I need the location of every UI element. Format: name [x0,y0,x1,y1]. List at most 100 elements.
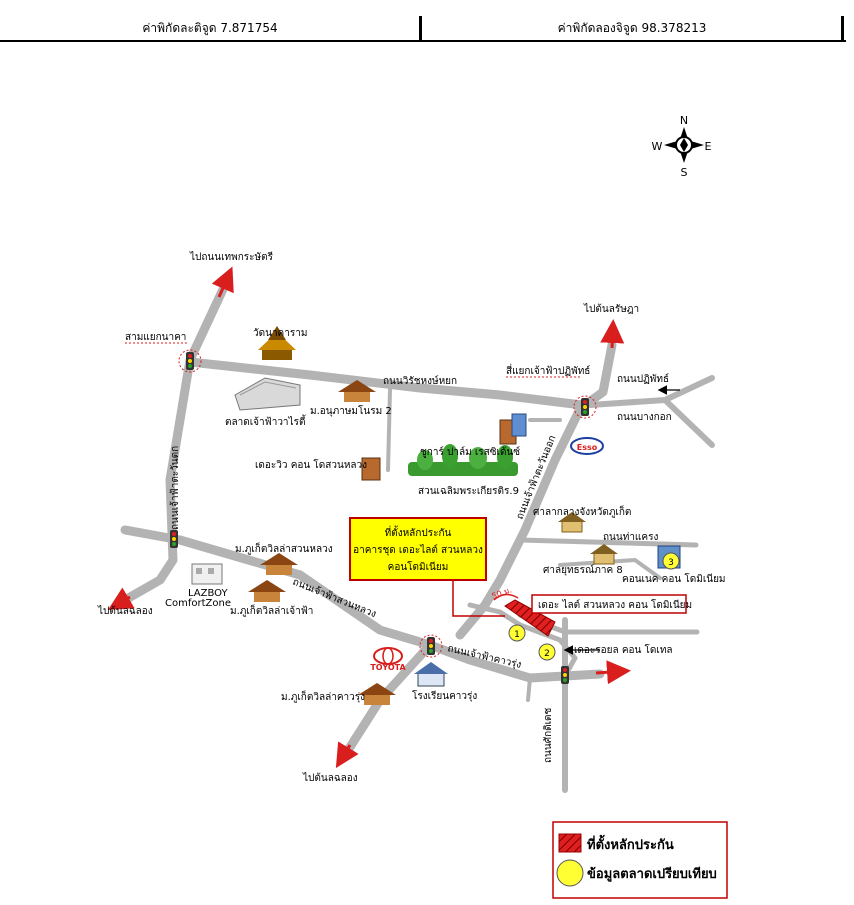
road-loop [467,602,578,679]
latitude-text: ค่าพิกัดละติจูด 7.871754 [142,21,278,35]
court-building-icon [558,512,586,533]
marker-1-label: 1 [514,630,520,640]
condo-building-icon [499,413,527,445]
label-samyaek-nakha: สามแยกนาคา [125,332,186,343]
label-subject-name: เดอะ ไลต์ สวนหลวง คอน โดมิเนียม [538,598,692,611]
esso-logo-icon [570,437,604,455]
label-anuphas: ม.อนุภาษมโนรม 2 [310,404,392,417]
legend-circle-swatch [556,859,584,887]
label-sugar-palm: ชูการ์ ปาล์ม เรสซิเด้นซ์ [420,446,520,458]
subject-callout-text: ที่ตั้งหลักประกัน อาคารชุด เดอะไลต์ สวนห… [353,525,483,573]
label-toyota: TOYOTA [370,663,406,672]
arrow-north-left [211,266,234,298]
coord-divider-right [841,16,844,42]
subject-callout-box [349,517,487,581]
arrow-chalong-1 [107,587,135,611]
label-wat-nakharam: วัดนาคาราม [253,328,307,339]
label-condo-nat: คอนเนค คอน โดมิเนียม [622,572,726,585]
comparable-marker-3 [662,552,680,570]
compass-rose-icon: N S E W [652,114,712,179]
comparable-marker-1 [508,624,526,642]
house-icon [338,380,376,402]
toyota-logo-icon [373,647,403,665]
road-side-3 [558,558,662,580]
callout-line-2: อาคารชุด เดอะไลต์ สวนหลวง [353,544,483,556]
traffic-light-icon [170,530,178,548]
legend-comparables-label: ข้อมูลตลาดเปรียบเทียบ [587,866,717,882]
subject-name-box [531,594,687,614]
marker-numbers: 1 2 3 [514,558,674,659]
house-icon [260,553,298,575]
road-vichit [185,357,587,410]
label-the-royal: เดอะรอยล คอน โดเทล [574,643,673,656]
label-sakdidet: ถนนศักดิเดช [543,707,554,763]
label-chaofa-west: ถนนเจ้าฟ้าตะวันตก [169,446,181,530]
condo-building-icon [361,457,381,481]
marker-3-label: 3 [668,558,674,568]
lazboy-building-icon [191,563,223,585]
direction-arrows [107,266,631,769]
arrow-east [595,660,631,685]
traffic-light-icon [419,634,443,658]
label-villa-suanluang: ม.ภูเก็ตวิลล่าสวนหลวง [235,541,333,555]
label-lazboy: LAZBOY [188,588,229,599]
compass-w: W [652,140,663,153]
coordinate-bar: ค่าพิกัดละติจูด 7.871754 ค่าพิกัดลองจิจู… [0,0,846,42]
label-to-chalong-1: ไปต้นลฉลอง [97,605,153,617]
court-building-icon [590,544,618,565]
subject-property-icon [504,599,556,637]
road-small-junction [526,676,532,702]
school-building-icon [414,662,448,687]
road-side-1 [386,388,392,472]
road-chaofa-suanluang [120,525,435,650]
label-villa-chaweng: ม.ภูเก็ตวิลล่าคาวรุ่ง [281,689,365,703]
legend-subject-label: ที่ตั้งหลักประกัน [587,834,674,853]
compass-e: E [705,140,712,153]
callout-leader-line [452,580,505,617]
label-suan-park: สวนเฉลิมพระเกียรติร.9 [418,485,519,497]
legend: ที่ตั้งหลักประกัน ข้อมูลตลาดเปรียบเทียบ [552,821,728,899]
label-revenue: ศาลยุทธรณ์ภาค 8 [543,564,623,576]
label-bangkok: ถนนบางกอก [617,412,672,423]
label-villa-chaofa: ม.ภูเก็ตวิลล่าเจ้าฟ้า [230,603,313,617]
road-bangkok [662,397,715,448]
label-to-chalong-2: ไปต้นลฉลอง [302,772,358,784]
label-talad-chaofa: ตลาดเจ้าฟ้าวาไรตี้ [225,414,307,428]
arrow-north-right [600,319,625,349]
label-patiphat: ถนนปฏิพัทธ์ [617,373,669,385]
road-tha-rae [517,537,699,548]
distance-arc [493,593,519,601]
legend-hatch-swatch [558,833,582,853]
compass-s: S [681,166,688,179]
longitude-text: ค่าพิกัดลองจิจูด 98.378213 [557,21,707,35]
callout-line-3: คอนโดมิเนียม [388,560,449,573]
legend-box [552,821,728,899]
marker-2-label: 2 [544,649,550,659]
label-the-view: เดอะวิว คอน โดสวนหลวง [255,458,367,471]
traffic-light-icon [178,349,202,373]
market-building-icon [234,377,301,411]
compass-n: N [680,114,688,127]
label-tha-rae: ถนนท่าแครง [603,532,658,543]
traffic-light-icon [573,395,597,419]
label-siyaek-chaofa: สี่แยกเจ้าฟ้าปฏิพัทธ์ [506,363,590,377]
label-to-thepkrasattri: ไปถนนเทพกระษัตรี [189,251,274,263]
label-court: ศาลากลางจังหวัดภูเก็ต [533,504,631,518]
park-trees-icon [408,444,518,476]
comparable-marker-2 [538,643,556,661]
label-school: โรงเรียนคาวรุ่ง [412,689,477,702]
temple-icon [258,326,296,360]
coord-divider [419,16,422,42]
callout-line-1: ที่ตั้งหลักประกัน [385,525,452,539]
label-esso: Esso [577,443,598,452]
label-to-ban-kiat: ไปต้นลรัษฎา [583,303,639,315]
house-icon [358,683,396,705]
arrow-chalong-2 [335,741,359,769]
road-chaofa-west [120,280,230,605]
label-comfortzone: ComfortZone [165,598,231,609]
house-icon [248,580,286,602]
label-vichitsongkhram: ถนนวิรัชหงษ์หยก [383,375,457,387]
road-north-right [580,340,617,410]
traffic-light-icon [561,666,569,684]
